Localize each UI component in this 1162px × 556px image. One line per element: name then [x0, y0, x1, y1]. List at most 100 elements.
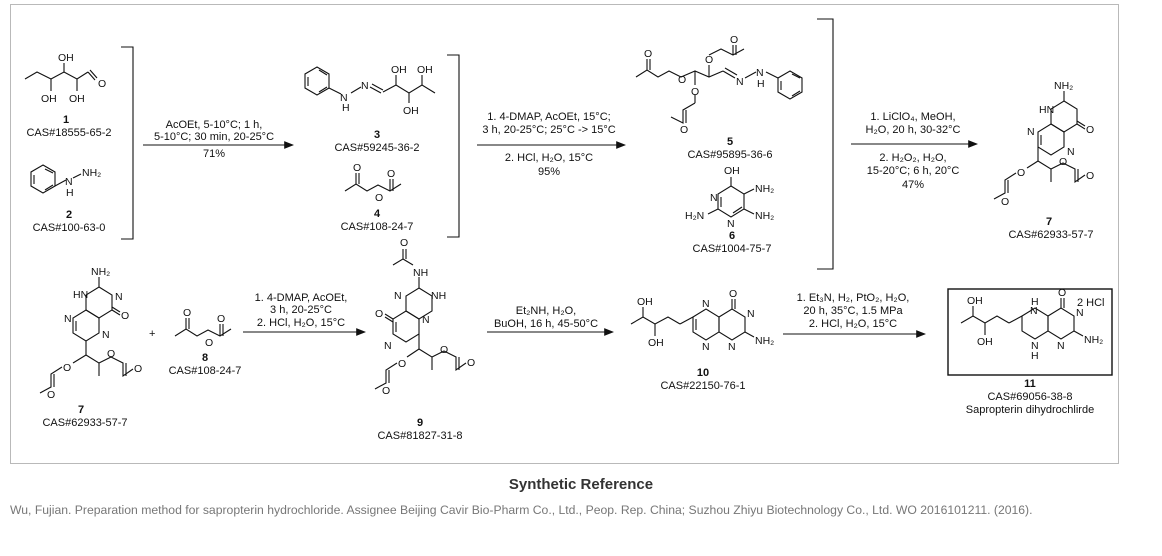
atom-label: O — [47, 389, 55, 401]
atom-label: O — [1017, 167, 1025, 179]
cas-number: CAS#108-24-7 — [169, 365, 242, 377]
bracket — [447, 54, 460, 238]
atom-label: O — [729, 288, 737, 300]
atom-label: OH — [69, 93, 85, 105]
atom-label: O — [205, 337, 213, 349]
atom-label: OH — [417, 64, 433, 76]
yield-text: 95% — [538, 166, 560, 178]
condition-text: 2. H₂O₂, H₂O, — [879, 152, 946, 164]
reaction-step-3: 1. LiClO₄, MeOH, H₂O, 20 h, 30-32°C 2. H… — [851, 111, 979, 191]
compound-number: 1 — [63, 114, 69, 126]
compound-number: 10 — [697, 367, 709, 379]
atom-label: H — [66, 187, 74, 199]
atom-label: N — [102, 329, 110, 341]
atom-label: O — [440, 344, 448, 356]
atom-label: OH — [977, 336, 993, 348]
reaction-step-5: Et₂NH, H₂O, BuOH, 16 h, 45-50°C — [487, 305, 615, 336]
compound-number: 5 — [727, 136, 733, 148]
condition-text: 2. HCl, H₂O, 15°C — [257, 317, 345, 329]
compound-7-top: NH₂ HN O N N O O O O 7 CAS#62933-57-7 — [993, 80, 1094, 241]
reaction-step-4: 1. 4-DMAP, AcOEt, 3 h, 20-25°C 2. HCl, H… — [243, 292, 367, 336]
atom-label: OH — [724, 165, 740, 177]
atom-label: N — [747, 308, 755, 320]
atom-label: OH — [403, 105, 419, 117]
atom-label: HN — [73, 289, 88, 301]
condition-text: 5-10°C; 30 min, 20-25°C — [154, 131, 274, 143]
atom-label: OH — [637, 296, 653, 308]
bond — [24, 71, 89, 80]
atom-label: O — [644, 48, 652, 60]
compound-name: Sapropterin dihydrochlirde — [966, 404, 1094, 416]
atom-label: O — [382, 385, 390, 397]
compound-number: 6 — [729, 230, 735, 242]
atom-label: NH — [431, 290, 446, 302]
atom-label: O — [217, 313, 225, 325]
compound-number: 7 — [1046, 216, 1052, 228]
condition-text: H₂O, 20 h, 30-32°C — [866, 124, 961, 136]
atom-label: N — [728, 341, 736, 353]
product-box — [947, 288, 1113, 376]
condition-text: 1. 4-DMAP, AcOEt, 15°C; — [487, 111, 610, 123]
atom-label: N — [710, 192, 718, 204]
atom-label: N — [394, 290, 402, 302]
condition-text: 2. HCl, H₂O, 15°C — [505, 152, 593, 164]
atom-label: N — [64, 313, 72, 325]
atom-label: N — [361, 80, 369, 92]
atom-label: O — [63, 362, 71, 374]
atom-label: O — [134, 363, 142, 375]
cas-number: CAS#69056-38-8 — [987, 391, 1072, 403]
compound-number: 4 — [374, 208, 381, 220]
atom-label: O — [98, 78, 106, 90]
cas-number: CAS#62933-57-7 — [42, 417, 127, 429]
condition-text: AcOEt, 5-10°C; 1 h, — [166, 119, 263, 131]
atom-label: N — [1057, 340, 1065, 352]
compound-number: 11 — [1024, 378, 1036, 390]
condition-text: 1. Et₃N, H₂, PtO₂, H₂O, — [797, 292, 910, 304]
compound-6: OH NH₂ NH₂ N N H₂N 6 CAS#1004-75-7 — [685, 165, 774, 255]
reaction-scheme: OH OH OH O 1 CAS#18555-65-2 N H NH₂ 2 CA… — [24, 18, 1113, 442]
reference-text: Wu, Fujian. Preparation method for sapro… — [10, 503, 1033, 517]
cas-number: CAS#59245-36-2 — [334, 142, 419, 154]
compound-5: O O O O O O N N H 5 CAS#95895-36-6 — [635, 34, 803, 161]
atom-label: N — [422, 314, 430, 326]
yield-text: 47% — [902, 179, 924, 191]
atom-label: O — [387, 168, 395, 180]
bracket — [817, 18, 834, 270]
atom-label: NH₂ — [91, 266, 110, 278]
atom-label: O — [680, 124, 688, 136]
atom-label: NH₂ — [1054, 80, 1073, 92]
atom-label: NH₂ — [1084, 334, 1103, 346]
atom-label: O — [1001, 196, 1009, 208]
reaction-step-6: 1. Et₃N, H₂, PtO₂, H₂O, 20 h, 35°C, 1.5 … — [783, 292, 927, 338]
atom-label: OH — [41, 93, 57, 105]
atom-label: N — [727, 218, 735, 230]
compound-number: 3 — [374, 129, 380, 141]
atom-label: O — [398, 358, 406, 370]
atom-label: O — [353, 162, 361, 174]
atom-label: N — [702, 298, 710, 310]
atom-label: N — [115, 291, 123, 303]
atom-label: O — [400, 237, 408, 249]
condition-text: 20 h, 35°C, 1.5 MPa — [803, 305, 903, 317]
atom-label: N — [736, 76, 744, 88]
cas-number: CAS#108-24-7 — [341, 221, 414, 233]
atom-label: O — [1086, 170, 1094, 182]
cas-number: CAS#100-63-0 — [33, 222, 106, 234]
atom-label: O — [467, 357, 475, 369]
salt-label: 2 HCl — [1077, 297, 1105, 309]
compound-1: OH OH OH O 1 CAS#18555-65-2 — [24, 52, 112, 139]
atom-label: N — [65, 176, 73, 188]
scheme-frame: OH OH OH O 1 CAS#18555-65-2 N H NH₂ 2 CA… — [10, 4, 1119, 464]
compound-3: N H N OH OH OH 3 CAS#59245-36-2 — [304, 64, 436, 154]
compound-10: OH OH N O N N N NH₂ 10 CAS#22150-76-1 — [630, 288, 774, 392]
condition-text: 3 h, 20-25°C — [270, 304, 332, 316]
cas-number: CAS#18555-65-2 — [26, 127, 111, 139]
condition-text: Et₂NH, H₂O, — [516, 305, 577, 317]
cas-number: CAS#1004-75-7 — [693, 243, 772, 255]
reference-title: Synthetic Reference — [508, 476, 654, 493]
reaction-step-1: AcOEt, 5-10°C; 1 h, 5-10°C; 30 min, 20-2… — [143, 119, 295, 160]
atom-label: H₂N — [685, 210, 704, 222]
bracket — [121, 46, 134, 240]
atom-label: H — [757, 78, 765, 90]
compound-number: 2 — [66, 209, 72, 221]
